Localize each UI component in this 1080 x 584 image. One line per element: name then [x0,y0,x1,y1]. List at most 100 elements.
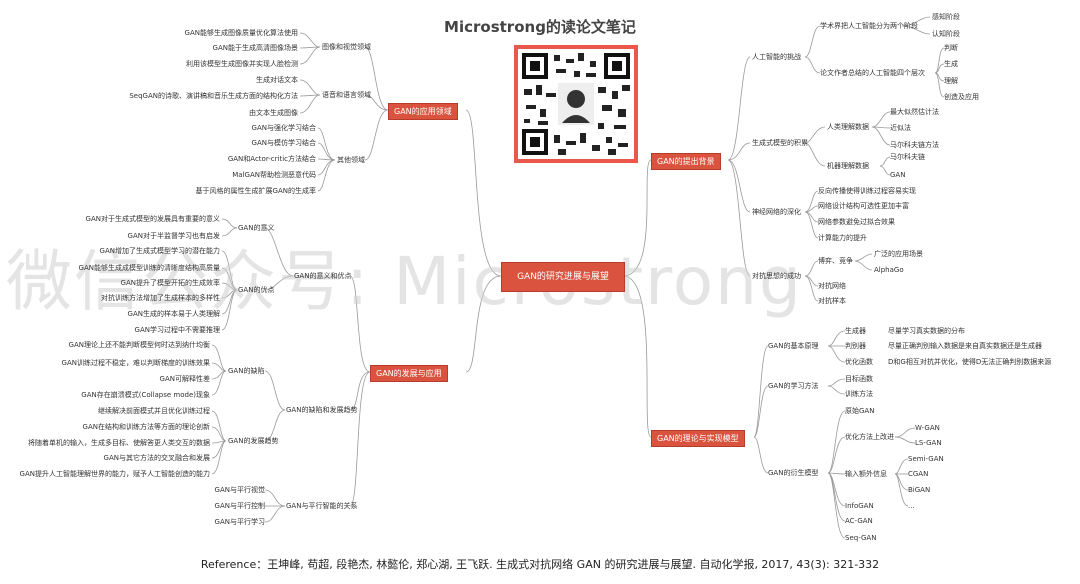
node-m1a: GAN的意义 [238,224,275,232]
node-r4a: 博弈、竞争 [818,257,853,265]
node-r3a: 反向传播使得训练过程容易实现 [818,187,916,195]
node-l1c: 利用该模型生成图像并实现人脸检测 [186,60,298,68]
node-m2b: GAN的发展趋势 [228,437,279,445]
node-m3b: GAN与平行控制 [214,502,265,510]
node-l2: 语音和语言领域 [322,91,371,99]
node-b1a: 生成器 [845,327,866,335]
node-r4a1: 广泛的应用场景 [874,250,923,258]
node-l1: 图像和视觉领域 [322,43,371,51]
node-b1b-desc: 尽量正确判别输入数据是来自真实数据还是生成器 [888,342,1042,350]
node-r1b2: 生成 [944,60,958,68]
node-b1c: 优化函数 [845,358,873,366]
node-r1a: 学术界把人工智能分为两个阶段 [820,22,918,30]
node-b2: GAN的学习方法 [768,382,819,390]
node-m1b5: GAN生成的样本易于人类理解 [127,310,220,318]
node-m1a2: GAN对于半监督学习也有启发 [127,232,220,240]
node-m2a4: GAN存在崩溃模式(Collapse mode)现象 [81,391,210,399]
node-r3d: 计算能力的提升 [818,234,867,242]
node-m2a3: GAN可解释性差 [159,375,210,383]
node-r1b4: 创造及应用 [944,93,979,101]
branch-background: GAN的提出背景 [651,153,721,170]
node-b1c-desc: D和G相互对抗并优化，使得D无法正确判别数据来源 [888,358,1052,366]
node-l3d: MalGAN帮助检测恶意代码 [232,171,316,179]
node-m1b6: GAN学习过程中不需要推理 [134,326,220,334]
node-b2a: 目标函数 [845,375,873,383]
node-b3c2: CGAN [908,470,929,478]
center-topic: GAN的研究进展与展望 [501,262,625,292]
node-b3f: Seq-GAN [845,534,877,542]
node-m2a1: GAN理论上还不能判断模型何时达到纳什均衡 [68,341,210,349]
node-b3b2: LS-GAN [915,439,942,447]
node-b3c3: BiGAN [908,486,931,494]
node-m2a2: GAN训练过程不稳定，难以判断梯度的训练效果 [61,359,210,367]
node-m1a1: GAN对于生成式模型的发展具有重要的意义 [85,215,220,223]
node-l1b: GAN能于生成高清图像场景 [212,44,298,52]
node-r2b2: GAN [890,171,906,179]
branch-development: GAN的发展与应用 [370,365,448,382]
reference-text: Reference：王坤峰, 苟超, 段艳杰, 林懿伦, 郑心湖, 王飞跃. 生… [200,558,880,571]
node-r2a3: 马尔科夫链方法 [890,141,939,149]
node-m1b1: GAN增加了生成式模型学习的潜在能力 [99,247,220,255]
node-r4c: 对抗样本 [818,297,846,305]
node-m2a: GAN的缺陷 [228,367,265,375]
node-r4: 对抗思想的成功 [752,272,801,280]
node-m3: GAN与平行智能的关系 [286,502,358,510]
node-b1b: 判别器 [845,342,866,350]
node-r1a1: 感知阶段 [932,13,960,21]
node-r2: 生成式模型的积累 [752,139,808,147]
node-r1b: 论文作者总结的人工智能四个层次 [820,69,925,77]
node-b3c1: Semi-GAN [908,455,944,463]
page-title: Microstrong的读论文笔记 [444,18,636,36]
node-l3c: GAN和Actor-critic方法结合 [227,155,316,163]
node-l2b: SeqGAN的诗歌、演讲稿和音乐生成方面的结构化方法 [129,92,298,100]
node-r2a2: 近似法 [890,124,911,132]
node-b3c4: ... [908,502,915,510]
node-b3a: 原始GAN [845,407,875,415]
node-r2a: 人类理解数据 [827,123,869,131]
node-r2b1: 马尔科夫链 [890,153,925,161]
node-m2b3: 将随着单机的输入，生成多目标、使解答更人类交互的数据 [28,439,210,447]
node-l3: 其他领域 [337,156,365,164]
node-r4b: 对抗网络 [818,282,846,290]
node-m2: GAN的缺陷和发展趋势 [286,406,358,414]
node-m1b: GAN的优点 [238,286,275,294]
node-r2a1: 最大似然估计法 [890,108,939,116]
node-m3c: GAN与平行学习 [214,518,265,526]
node-m1b2: GAN能够生成成模型训练的清晰度结构高质量 [78,264,220,272]
node-m1b3: GAN提升了模型开拓的生成效率 [120,279,220,287]
node-m2b5: GAN提升人工智能理解世界的能力，赋予人工智能创造的能力 [19,470,210,478]
node-b3c: 输入额外信息 [845,470,887,478]
node-r3: 神经网络的深化 [752,208,801,216]
node-l3b: GAN与模仿学习结合 [251,139,316,147]
node-r1: 人工智能的挑战 [752,53,801,61]
node-m1: GAN的意义和优点 [294,272,352,280]
node-l1a: GAN能够生成图像质量优化算法使用 [184,29,298,37]
node-r4a2: AlphaGo [874,266,904,274]
qr-code-image [514,45,638,163]
node-m2b1: 继续解决前面模式并且优化训练过程 [98,407,210,415]
watermark-text: 微信公众号: Microstrong [6,243,803,320]
node-b3b1: W-GAN [915,424,940,432]
node-l2a: 生成对话文本 [256,76,298,84]
node-b3: GAN的衍生模型 [768,469,819,477]
branch-applications: GAN的应用领域 [388,103,458,120]
node-b3b: 优化方法上改进 [845,433,894,441]
node-l3e: 基于风格的属性生成扩展GAN的生成率 [195,187,316,195]
node-b3e: AC-GAN [845,517,873,525]
node-b1: GAN的基本原理 [768,342,819,350]
node-b3d: InfoGAN [845,502,874,510]
node-m2b2: GAN在结构和训练方法等方面的理论创新 [82,423,210,431]
qr-code-icon [522,53,630,155]
node-r2b: 机器理解数据 [827,162,869,170]
node-m1b4: 对抗训练方法增加了生成样本的多样性 [101,294,220,302]
node-m2b4: GAN与其它方法的交叉融合和发展 [103,454,210,462]
node-r1b3: 理解 [944,77,958,85]
node-l2c: 由文本生成图像 [249,109,298,117]
node-b1a-desc: 尽量学习真实数据的分布 [888,327,965,335]
branch-theory-models: GAN的理论与实现模型 [651,430,745,447]
node-m3a: GAN与平行视觉 [214,486,265,494]
node-l3a: GAN与强化学习结合 [251,124,316,132]
node-b2b: 训练方法 [845,390,873,398]
